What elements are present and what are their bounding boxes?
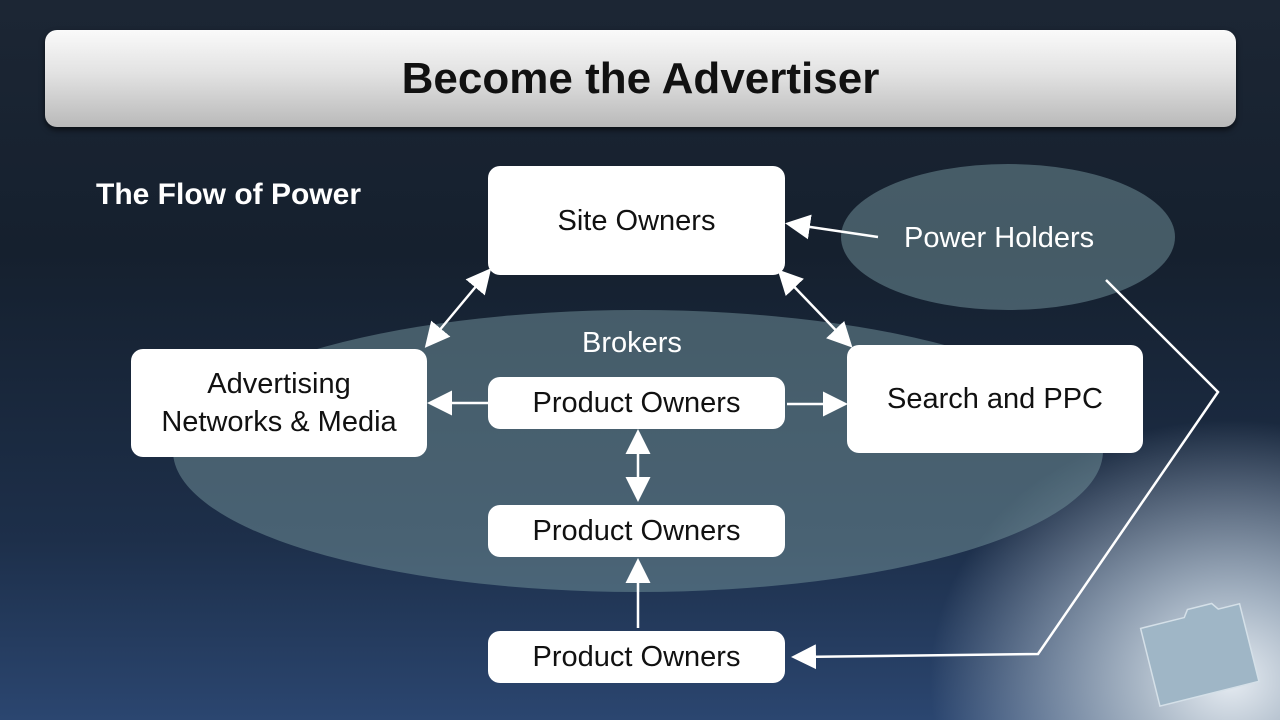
- power-holders-label: Power Holders: [904, 222, 1095, 254]
- node-label: Networks & Media: [161, 406, 397, 438]
- node-label: Search and PPC: [886, 383, 1103, 415]
- product-owners-node-3: Product Owners: [488, 631, 785, 683]
- brokers-label: Brokers: [582, 327, 682, 359]
- arrow-power-site: [785, 214, 879, 240]
- folder-logo-icon: [1139, 602, 1260, 707]
- arrow-site-search: [777, 269, 853, 348]
- node-label: Site Owners: [557, 204, 716, 237]
- subtitle: The Flow of Power: [96, 178, 362, 211]
- arrow-site-adnet: [424, 268, 492, 348]
- node-label: Advertising: [207, 368, 351, 400]
- node-label: Product Owners: [532, 387, 741, 419]
- slide-title: Become the Advertiser: [401, 53, 880, 103]
- product-owners-node-1: Product Owners: [488, 377, 785, 429]
- node-label: Product Owners: [532, 641, 741, 673]
- title-bar: Become the Advertiser: [45, 30, 1236, 127]
- search-ppc-node: Search and PPC: [847, 345, 1143, 453]
- power-holders-ellipse: [841, 164, 1175, 310]
- product-owners-node-2: Product Owners: [488, 505, 785, 557]
- node-label: Product Owners: [532, 515, 741, 547]
- site-owners-node: Site Owners: [488, 166, 785, 275]
- arrow-power-po3: [791, 279, 1220, 670]
